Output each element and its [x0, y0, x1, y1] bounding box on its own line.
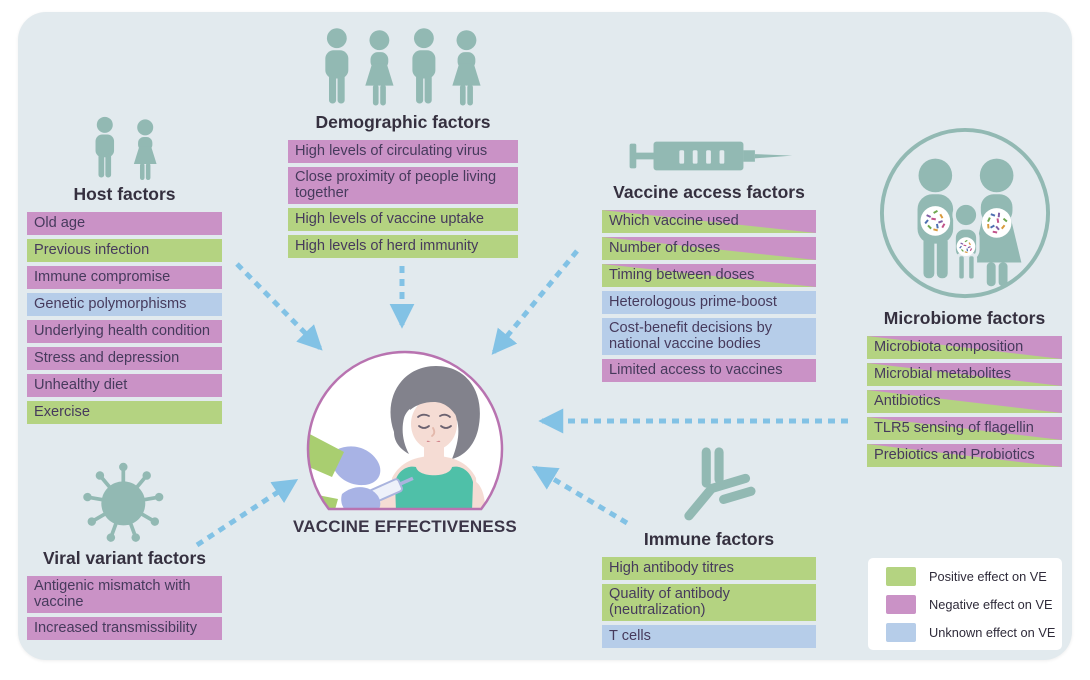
factor-item: High levels of vaccine uptake [288, 207, 518, 231]
factor-list: Old age Previous infection Immune compro… [27, 212, 222, 428]
factor-item: Genetic polymorphisms [27, 293, 222, 316]
legend-label: Positive effect on VE [929, 568, 1047, 584]
legend-item: Negative effect on VE [886, 594, 1062, 614]
factor-list: High levels of circulating virus Close p… [288, 140, 518, 262]
group-title: Host factors [73, 184, 176, 204]
legend-swatch-negative [886, 594, 916, 614]
legend: Positive effect on VE Negative effect on… [868, 558, 1062, 650]
two-people-icon [85, 116, 165, 180]
factor-item: Prebiotics and Probiotics [867, 444, 1062, 467]
syringe-icon [623, 134, 795, 178]
vaccine-effectiveness-label: VACCINE EFFECTIVENESS [293, 517, 517, 536]
legend-swatch-positive [886, 566, 916, 586]
factor-item: Cost-benefit decisions by national vacci… [602, 318, 816, 355]
factor-list: Antigenic mismatch with vaccine Increase… [27, 576, 222, 644]
factor-item: TLR5 sensing of flagellin [867, 417, 1062, 440]
group-microbiome-factors: Microbiome factors Microbiota compositio… [867, 126, 1062, 471]
factor-item: Limited access to vaccines [602, 358, 816, 382]
factor-item: Previous infection [27, 239, 222, 262]
factor-item: Underlying health condition [27, 320, 222, 343]
factor-item: Increased transmissibility [27, 616, 222, 640]
factor-item: Exercise [27, 401, 222, 424]
factor-list: High antibody titres Quality of antibody… [602, 557, 816, 652]
group-demographic-factors: Demographic factors High levels of circu… [288, 26, 518, 262]
vaccine-illustration [306, 346, 504, 512]
group-viral-variant-factors: Viral variant factors Antigenic mismatch… [27, 456, 222, 644]
four-people-icon [314, 26, 492, 108]
factor-item: Microbiota composition [867, 336, 1062, 359]
factor-list: Which vaccine used Number of doses Timin… [602, 210, 816, 386]
factor-item: High levels of circulating virus [288, 140, 518, 163]
group-title: Demographic factors [315, 112, 491, 132]
factor-item: Which vaccine used [602, 210, 816, 233]
factor-item: High levels of herd immunity [288, 234, 518, 258]
factor-list: Microbiota composition Microbial metabol… [867, 336, 1062, 471]
group-immune-factors: Immune factors High antibody titres Qual… [602, 441, 816, 652]
factor-item: High antibody titres [602, 557, 816, 580]
factor-item: Microbial metabolites [867, 363, 1062, 386]
factor-item: Number of doses [602, 237, 816, 260]
legend-item: Positive effect on VE [886, 566, 1062, 586]
group-title: Immune factors [643, 529, 775, 549]
legend-item: Unknown effect on VE [886, 622, 1062, 642]
legend-label: Negative effect on VE [929, 596, 1053, 612]
factor-item: Stress and depression [27, 347, 222, 370]
factor-item: T cells [602, 624, 816, 648]
factor-item: Close proximity of people living togethe… [288, 167, 518, 204]
group-title: Microbiome factors [883, 308, 1046, 328]
factor-item: Timing between doses [602, 264, 816, 287]
factor-item: Quality of antibody (neutralization) [602, 584, 816, 621]
factor-item: Antibiotics [867, 390, 1062, 413]
group-title: Viral variant factors [42, 548, 207, 568]
legend-swatch-unknown [886, 622, 916, 642]
factor-item: Unhealthy diet [27, 374, 222, 397]
group-title: Vaccine access factors [613, 182, 805, 202]
family-microbiome-icon [876, 126, 1054, 304]
group-vaccine-access-factors: Vaccine access factors Which vaccine use… [602, 134, 816, 386]
factor-item: Immune compromise [27, 266, 222, 289]
group-host-factors: Host factors Old age Previous infection … [27, 116, 222, 428]
factor-item: Antigenic mismatch with vaccine [27, 576, 222, 613]
factor-item: Old age [27, 212, 222, 235]
virus-icon [81, 456, 169, 544]
factor-item: Heterologous prime-boost [602, 291, 816, 314]
legend-label: Unknown effect on VE [929, 624, 1056, 640]
antibody-icon [661, 441, 757, 525]
